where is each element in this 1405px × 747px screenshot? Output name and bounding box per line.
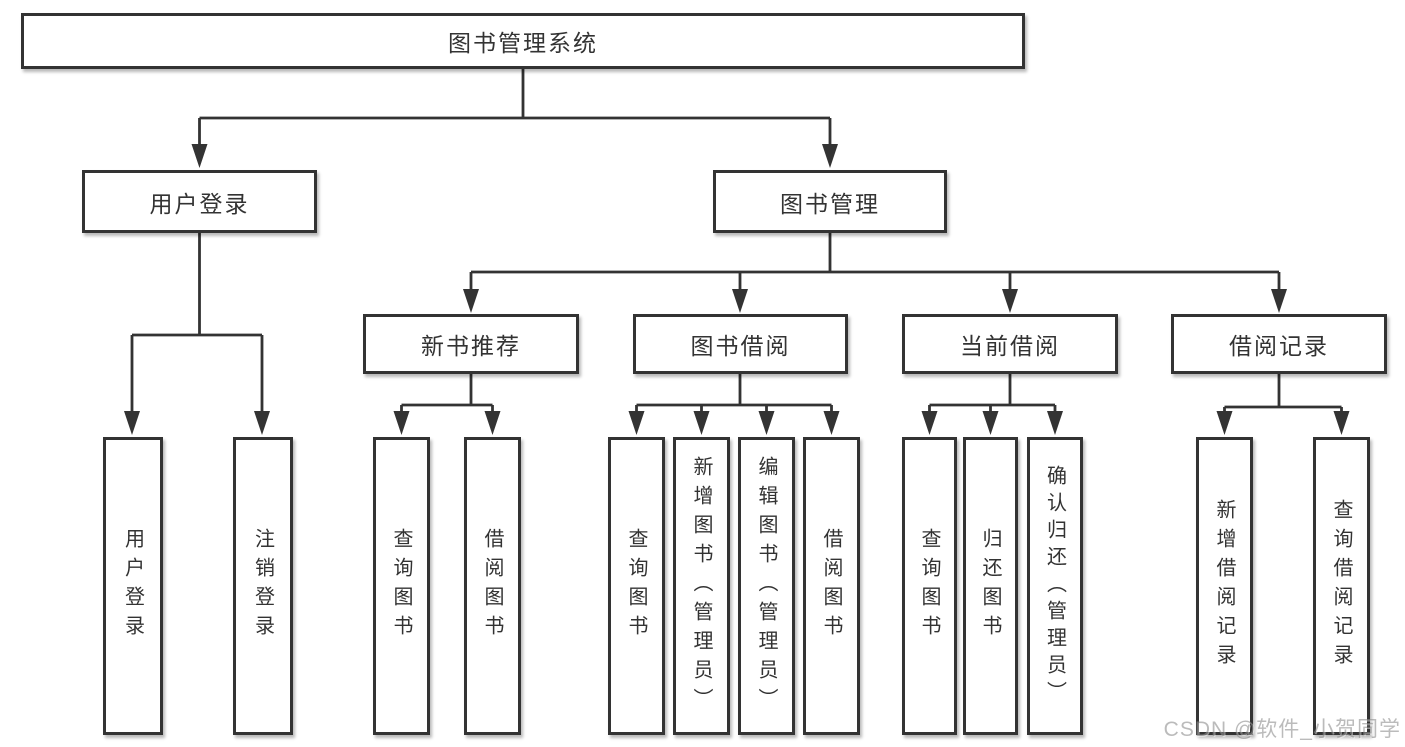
node-root: 图书管理系统 (21, 13, 1025, 69)
leaf-borrow-book-2: 借阅图书 (803, 437, 860, 735)
connector-bookmgmt-to-level3 (469, 233, 1281, 291)
arrowhead (1002, 289, 1018, 313)
arrowhead (463, 289, 479, 313)
arrowhead (254, 411, 270, 435)
node-book-management: 图书管理 (713, 170, 947, 233)
arrowhead (1216, 411, 1233, 435)
leaf-logout: 注销登录 (233, 437, 293, 735)
arrowhead (822, 144, 838, 168)
arrowhead (758, 411, 775, 435)
node-current-borrowing: 当前借阅 (902, 314, 1118, 374)
node-new-book-recommend: 新书推荐 (363, 314, 579, 374)
csdn-watermark: CSDN @软件_小贺同学 (1163, 718, 1401, 741)
leaf-label: 确认归还（管理员） (1043, 464, 1066, 708)
leaf-label: 查询图书 (390, 528, 412, 644)
leaf-query-book-2: 查询图书 (608, 437, 665, 735)
arrowhead (1271, 289, 1287, 313)
arrowheads (124, 144, 1350, 435)
leaf-label: 查询图书 (625, 528, 647, 644)
leaf-label: 新增借阅记录 (1213, 499, 1235, 673)
arrowhead (124, 411, 140, 435)
arrowhead (1333, 411, 1350, 435)
leaf-label: 用户登录 (121, 528, 144, 644)
leaf-confirm-return-admin: 确认归还（管理员） (1027, 437, 1083, 735)
arrowhead (628, 411, 645, 435)
node-book-borrowing: 图书借阅 (633, 314, 848, 374)
arrowhead (393, 411, 410, 435)
connector-userlogin-to-leaves (130, 233, 264, 413)
arrowhead (982, 411, 999, 435)
leaf-label: 编辑图书（管理员） (755, 455, 777, 717)
leaf-edit-book-admin: 编辑图书（管理员） (738, 437, 795, 735)
connector-newbookrec-to-leaves (400, 374, 494, 413)
leaf-return-book: 归还图书 (963, 437, 1018, 735)
leaf-borrow-book-1: 借阅图书 (464, 437, 521, 735)
leaf-query-borrow-record: 查询借阅记录 (1313, 437, 1370, 735)
arrowhead (1047, 411, 1063, 435)
connector-borrowrecords-to-leaves (1223, 374, 1343, 413)
connector-currentborrow-to-leaves (928, 374, 1057, 413)
leaf-label: 查询借阅记录 (1330, 499, 1352, 673)
arrowhead (693, 411, 710, 435)
leaf-label: 新增图书（管理员） (690, 455, 712, 717)
arrowhead (823, 411, 840, 435)
arrowhead (484, 411, 501, 435)
leaf-add-book-admin: 新增图书（管理员） (673, 437, 730, 735)
leaf-label: 查询图书 (918, 528, 940, 644)
leaf-label: 借阅图书 (820, 528, 842, 644)
leaf-add-borrow-record: 新增借阅记录 (1196, 437, 1253, 735)
connector-root-to-level2 (198, 68, 832, 146)
leaf-user-login: 用户登录 (103, 437, 163, 735)
arrowhead (191, 144, 208, 168)
arrowhead (732, 289, 748, 313)
leaf-label: 归还图书 (979, 528, 1001, 644)
node-user-login: 用户登录 (82, 170, 317, 233)
connector-bookborrow-to-leaves (635, 374, 833, 413)
leaf-label: 借阅图书 (481, 528, 503, 644)
leaf-label: 注销登录 (251, 528, 274, 644)
leaf-query-book-3: 查询图书 (902, 437, 957, 735)
leaf-query-book-1: 查询图书 (373, 437, 430, 735)
node-borrowing-records: 借阅记录 (1171, 314, 1387, 374)
arrowhead (921, 411, 938, 435)
